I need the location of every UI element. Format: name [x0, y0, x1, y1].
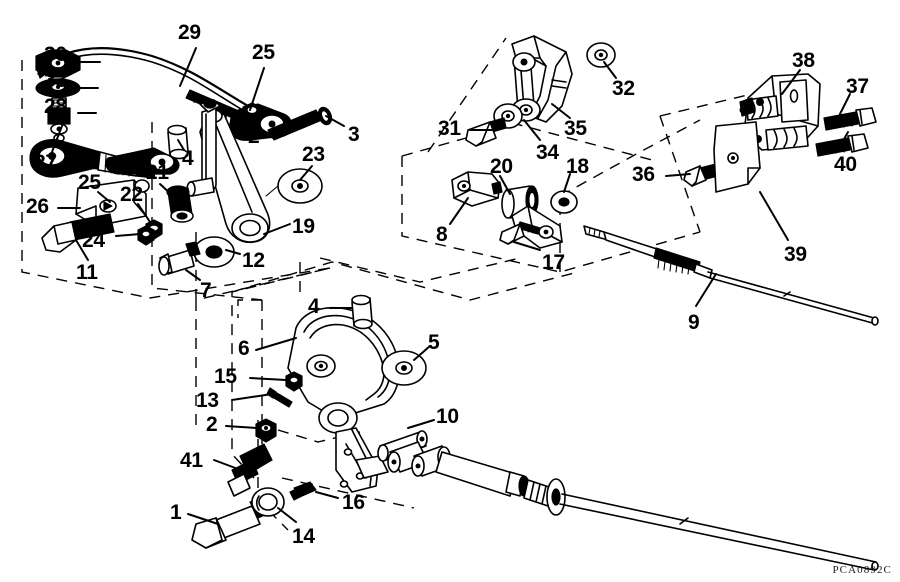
callout-5: 5: [428, 331, 440, 354]
callout-38: 38: [792, 49, 815, 72]
callout-15: 15: [214, 365, 237, 388]
callout-11: 11: [76, 261, 98, 284]
part-13-pin: [266, 387, 293, 408]
part-30-nut: [35, 49, 81, 78]
callout-21: 21: [146, 161, 169, 184]
callout-20: 20: [490, 155, 513, 178]
callout-34: 34: [536, 141, 559, 164]
part-2-locknut-lower: [255, 418, 277, 443]
callout-17: 17: [542, 251, 565, 274]
callout-13: 13: [196, 389, 219, 412]
callout-25-top: 25: [252, 41, 275, 64]
part-15-nut: [285, 371, 303, 392]
part-36-bolt: [683, 163, 719, 187]
part-8-cable-anchor: [451, 171, 503, 207]
callout-12: 12: [242, 249, 265, 272]
callout-9: 9: [688, 311, 700, 334]
callout-8: 8: [436, 223, 448, 246]
callout-4-upper: 4: [182, 147, 194, 170]
part-21-bushing: [166, 185, 194, 223]
callout-31: 31: [438, 117, 461, 140]
part-37-screw: [823, 107, 877, 131]
callout-16: 16: [342, 491, 365, 514]
callout-1: 1: [170, 501, 182, 524]
callout-33: 33: [44, 69, 67, 92]
callout-2-upper: 2: [248, 125, 260, 148]
part-19-lever-arm: [186, 99, 271, 244]
lower-shift-cable-assembly: [387, 441, 879, 571]
group-boundary-left: [21, 60, 331, 301]
callout-30: 30: [44, 43, 67, 66]
part-9-control-cable: [583, 225, 879, 326]
group-boundary-center-large: [195, 261, 579, 509]
callout-25-left: 25: [78, 171, 101, 194]
callout-14: 14: [292, 525, 315, 548]
part-32-washer: [586, 42, 616, 68]
callout-4-lower: 4: [308, 295, 320, 318]
part-14-washer: [251, 487, 285, 517]
callout-40: 40: [834, 153, 857, 176]
part-41-spring: [227, 443, 273, 497]
callout-3: 3: [348, 123, 360, 146]
part-25-link-end-left: [105, 147, 180, 175]
callout-37: 37: [846, 75, 869, 98]
callout-7: 7: [200, 279, 212, 302]
callout-19: 19: [292, 215, 315, 238]
part-10-link-rod: [377, 430, 428, 462]
callout-35: 35: [564, 117, 587, 140]
part-4-bushing-lower: [351, 294, 373, 330]
part-7-bolt: [158, 241, 201, 276]
callout-36: 36: [632, 163, 655, 186]
part-38-switch-block: [739, 73, 821, 151]
part-33-washer: [35, 78, 81, 98]
part-18-washer: [550, 190, 578, 214]
callout-22: 22: [120, 183, 143, 206]
part-17-bolt: [499, 221, 541, 245]
part-16-clip: [289, 481, 317, 501]
leader-lines: [51, 47, 851, 525]
group-boundary-upper-right: [427, 37, 701, 197]
part-11-bolt: [41, 213, 115, 253]
callout-27: 27: [34, 151, 57, 174]
callout-29: 29: [178, 21, 201, 44]
part-35-bracket: [511, 35, 573, 123]
part-6-throttle-cam: [287, 306, 400, 493]
callout-6: 6: [238, 337, 250, 360]
part-12-washer: [193, 236, 235, 268]
callout-39: 39: [784, 243, 807, 266]
callout-41: 41: [180, 449, 203, 472]
callout-18: 18: [566, 155, 589, 178]
callout-23: 23: [302, 143, 325, 166]
callout-32: 32: [612, 77, 635, 100]
part-24-nut: [137, 225, 155, 246]
callout-28: 28: [44, 95, 67, 118]
part-23-washer: [265, 168, 323, 204]
diagram-reference-code: PCA0892C: [832, 564, 892, 576]
callout-2-lower: 2: [206, 413, 218, 436]
callout-24: 24: [82, 229, 105, 252]
callout-10: 10: [436, 405, 459, 428]
callout-26: 26: [26, 195, 49, 218]
part-31-bolt: [465, 117, 507, 147]
part-39-mount-plate: [713, 121, 761, 193]
